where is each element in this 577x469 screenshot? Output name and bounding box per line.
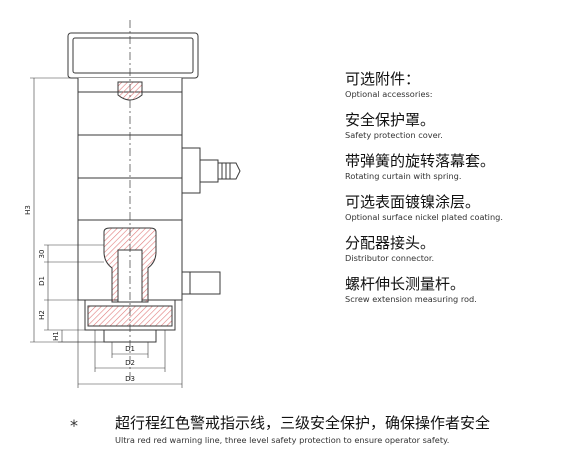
- accessory-item-zh: 带弹簧的旋转落幕套。: [345, 152, 496, 170]
- dim-d3-label: D3: [125, 375, 135, 383]
- accessory-item-en: Distributor connector.: [345, 253, 435, 263]
- accessory-item-zh: 可选表面镀镍涂层。: [345, 193, 481, 211]
- accessory-item-zh: 安全保护罩。: [345, 111, 436, 129]
- safety-cover-inner-shape: [72, 37, 194, 74]
- coupler-block-shape: [181, 147, 201, 194]
- cylinder-cross-section-drawing: H3 30 D1 H2 H1 D1 D2 D3: [24, 20, 241, 388]
- accessory-item-rotating-curtain: 带弹簧的旋转落幕套。 Rotating curtain with spring.: [345, 152, 573, 181]
- accessory-item-measuring-rod: 螺杆伸长测量杆。 Screw extension measuring rod.: [345, 275, 573, 304]
- dim-h3-label: H3: [24, 205, 32, 215]
- dim-d2-label: D2: [125, 359, 135, 367]
- accessory-item-nickel-coating: 可选表面镀镍涂层。 Optional surface nickel plated…: [345, 193, 573, 222]
- accessory-item-en: Optional surface nickel plated coating.: [345, 212, 503, 222]
- accessory-item-en: Rotating curtain with spring.: [345, 171, 462, 181]
- dim-h2-label: H2: [38, 310, 46, 320]
- accessory-item-distributor-connector: 分配器接头。 Distributor connector.: [345, 234, 573, 263]
- dim-d1-vertical-label: D1: [38, 276, 46, 286]
- coupler-neck-shape: [199, 159, 219, 183]
- safety-note-en: Ultra red red warning line, three level …: [115, 435, 450, 445]
- optional-accessories-panel: 可选附件： Optional accessories: 安全保护罩。 Safet…: [345, 70, 573, 316]
- dim-h1-label: H1: [52, 331, 60, 341]
- accessory-item-en: Safety protection cover.: [345, 130, 443, 140]
- asterisk-icon: *: [70, 416, 78, 435]
- safety-note-zh: 超行程红色警戒指示线，三级安全保护，确保操作者安全: [115, 414, 491, 432]
- accessory-item-en: Screw extension measuring rod.: [345, 294, 477, 304]
- accessories-heading-en: Optional accessories:: [345, 89, 433, 99]
- accessories-heading: 可选附件： Optional accessories:: [345, 70, 573, 99]
- coupler-nipple-shape: [217, 162, 241, 180]
- accessory-item-zh: 分配器接头。: [345, 234, 436, 252]
- accessory-item-safety-cover: 安全保护罩。 Safety protection cover.: [345, 111, 573, 140]
- dim-30-label: 30: [38, 250, 46, 259]
- accessories-heading-zh: 可选附件：: [345, 70, 421, 88]
- dim-d1-label: D1: [125, 345, 135, 353]
- accessory-item-zh: 螺杆伸长测量杆。: [345, 275, 466, 293]
- safety-cover-shape: [67, 32, 199, 79]
- distributor-connector-shape: [181, 271, 221, 295]
